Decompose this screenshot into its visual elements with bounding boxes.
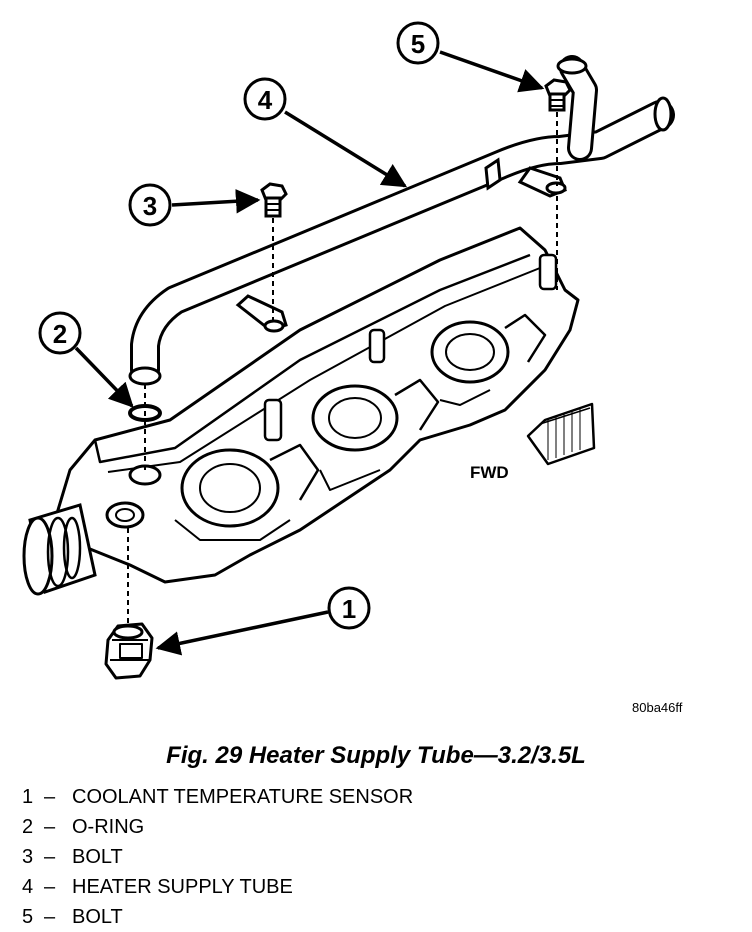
legend-item-dash: – bbox=[44, 906, 56, 928]
callout-5: 5 bbox=[396, 21, 545, 93]
fwd-label: FWD bbox=[470, 463, 509, 482]
bolt-5 bbox=[544, 78, 572, 112]
legend-item-dash: – bbox=[44, 786, 56, 808]
callout-5-number: 5 bbox=[411, 29, 425, 59]
assembly-lines bbox=[127, 112, 558, 624]
callout-2: 2 bbox=[38, 311, 134, 408]
coolant-temperature-sensor bbox=[104, 622, 154, 680]
intake-manifold bbox=[53, 226, 580, 584]
image-code: 80ba46ff bbox=[632, 700, 683, 715]
tube-details bbox=[128, 57, 673, 386]
callout-2-number: 2 bbox=[53, 319, 67, 349]
heater-supply-tube-illustration: FWD 1 2 3 4 5 80ba46ff bbox=[22, 21, 683, 715]
figure-caption: Fig. 29 Heater Supply Tube—3.2/3.5L bbox=[166, 742, 586, 769]
legend-item-dash: – bbox=[44, 816, 56, 838]
legend-item-label: BOLT bbox=[72, 846, 123, 868]
legend-item: 3–BOLT bbox=[22, 842, 413, 872]
legend-item: 1–COOLANT TEMPERATURE SENSOR bbox=[22, 782, 413, 812]
legend-item-dash: – bbox=[44, 876, 56, 898]
parts-legend: 1–COOLANT TEMPERATURE SENSOR 2–O-RING 3–… bbox=[22, 782, 413, 932]
legend-item-number: 3 bbox=[22, 846, 34, 868]
legend-item: 5–BOLT bbox=[22, 902, 413, 932]
callout-4-number: 4 bbox=[258, 85, 273, 115]
legend-item-number: 2 bbox=[22, 816, 34, 838]
callout-4: 4 bbox=[243, 77, 408, 188]
legend-item-label: O-RING bbox=[72, 816, 145, 838]
legend-item-number: 4 bbox=[22, 876, 34, 898]
legend-item: 2–O-RING bbox=[22, 812, 413, 842]
callout-3: 3 bbox=[128, 183, 261, 227]
callout-1-number: 1 bbox=[342, 594, 356, 624]
legend-item-label: HEATER SUPPLY TUBE bbox=[72, 876, 293, 898]
legend-item-label: BOLT bbox=[72, 906, 123, 928]
legend-item: 4–HEATER SUPPLY TUBE bbox=[22, 872, 413, 902]
bolt-3 bbox=[260, 182, 288, 218]
legend-item-dash: – bbox=[44, 846, 56, 868]
legend-item-label: COOLANT TEMPERATURE SENSOR bbox=[72, 786, 414, 808]
legend-item-number: 5 bbox=[22, 906, 34, 928]
legend-item-number: 1 bbox=[22, 786, 34, 808]
callout-1: 1 bbox=[155, 586, 371, 656]
fwd-arrow-icon bbox=[526, 402, 596, 466]
callout-3-number: 3 bbox=[143, 191, 157, 221]
coolant-outlet-neck bbox=[22, 503, 97, 596]
